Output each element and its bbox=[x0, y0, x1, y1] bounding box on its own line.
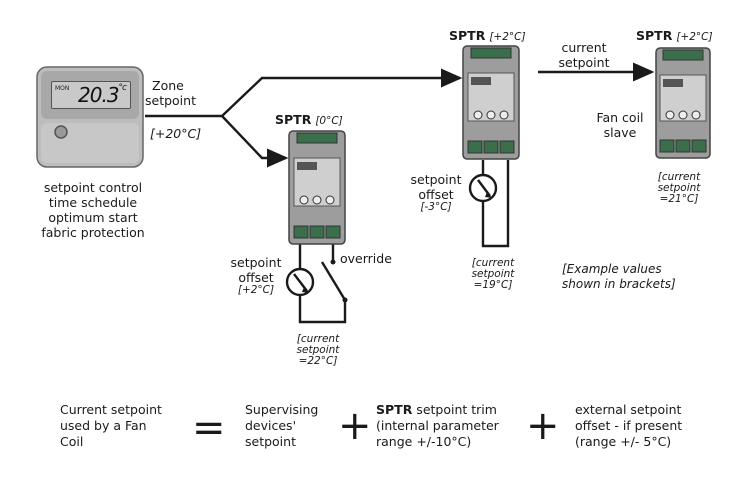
thermostat-display: MON 20.3°c bbox=[51, 81, 131, 109]
term2-setpoint-trim: setpoint trim bbox=[412, 402, 497, 417]
sptr1-module bbox=[288, 130, 346, 245]
term2-line-1: SPTR setpoint trim bbox=[376, 402, 499, 418]
sptr1-offset-value: [+2°C] bbox=[237, 284, 275, 296]
lcd-value: 20.3 bbox=[78, 83, 120, 107]
sptr3-name: SPTR bbox=[636, 28, 673, 43]
sptr3-current-setpoint: [current setpoint =21°C] bbox=[648, 172, 710, 205]
function-optimum-start: optimum start bbox=[48, 210, 138, 225]
sptr2-setpoint-text: setpoint bbox=[410, 172, 462, 187]
example-note: [Example values shown in brackets] bbox=[562, 262, 676, 292]
sptr2-offset-value: [-3°C] bbox=[420, 201, 452, 213]
sptr2-setpoint-offset: setpoint offset [-3°C] bbox=[405, 172, 467, 213]
sptr2-current-setpoint: [current setpoint =19°C] bbox=[462, 258, 524, 291]
sptr2-name: SPTR bbox=[449, 28, 486, 43]
term2-line-2: (internal parameter bbox=[376, 418, 499, 433]
room-thermostat: MON 20.3°c bbox=[35, 65, 145, 170]
function-time-schedule: time schedule bbox=[48, 195, 138, 210]
equation-lhs: Current setpoint used by a Fan Coil bbox=[60, 402, 162, 450]
sptr1-current-1: [current bbox=[296, 333, 340, 345]
sptr1-current-3: =22°C] bbox=[298, 355, 338, 367]
sptr3-title: SPTR [+2°C] bbox=[636, 28, 713, 43]
link-line-1: current bbox=[561, 40, 607, 55]
term1-line-2: devices' bbox=[245, 418, 297, 433]
note-line-2: shown in brackets] bbox=[562, 277, 676, 291]
sptr1-current-2: setpoint bbox=[296, 344, 340, 356]
sptr2-module bbox=[462, 45, 520, 160]
sptr2-offset-text: offset bbox=[418, 187, 454, 202]
sptr1-offset: [0°C] bbox=[315, 115, 343, 127]
equation-term-2: SPTR setpoint trim (internal parameter r… bbox=[376, 402, 499, 450]
sptr3-current-1: [current bbox=[657, 171, 701, 183]
sptr3-role: Fan coil slave bbox=[589, 110, 651, 140]
term3-line-3: (range +/- 5°C) bbox=[575, 434, 672, 449]
zone-setpoint-branch bbox=[221, 115, 289, 168]
term1-line-3: setpoint bbox=[245, 434, 296, 449]
lhs-line-2: used by a Fan bbox=[60, 418, 147, 433]
sptr2-current-2: setpoint bbox=[471, 268, 515, 280]
setpoint-offset-dial-2 bbox=[468, 173, 498, 203]
equals-sign: = bbox=[192, 405, 226, 451]
term2-line-3: range +/-10°C) bbox=[376, 434, 472, 449]
term3-line-2: offset - if present bbox=[575, 418, 683, 433]
plus-sign-2: + bbox=[526, 403, 560, 449]
current-setpoint-link: current setpoint bbox=[545, 40, 623, 70]
sptr1-setpoint-offset: setpoint offset [+2°C] bbox=[226, 255, 286, 296]
equation-term-1: Supervising devices' setpoint bbox=[245, 402, 318, 450]
lcd-unit: °c bbox=[118, 83, 128, 93]
setpoint-offset-dial-1 bbox=[285, 267, 315, 297]
equation-term-3: external setpoint offset - if present (r… bbox=[575, 402, 682, 450]
sptr3-current-3: =21°C] bbox=[659, 193, 699, 205]
sptr3-current-2: setpoint bbox=[657, 182, 701, 194]
function-setpoint-control: setpoint control bbox=[43, 180, 143, 195]
slave-label: slave bbox=[603, 125, 637, 140]
term1-line-1: Supervising bbox=[245, 402, 319, 417]
override-label: override bbox=[340, 251, 392, 266]
sptr2-current-1: [current bbox=[471, 257, 515, 269]
lhs-line-1: Current setpoint bbox=[60, 402, 162, 417]
sptr3-module bbox=[655, 47, 711, 159]
thermostat-functions: setpoint control time schedule optimum s… bbox=[8, 180, 178, 240]
plus-sign-1: + bbox=[338, 403, 372, 449]
term3-line-1: external setpoint bbox=[575, 402, 682, 417]
lhs-line-3: Coil bbox=[60, 434, 84, 449]
lcd-day: MON bbox=[55, 85, 70, 92]
link-line-2: setpoint bbox=[558, 55, 610, 70]
sptr1-setpoint-text: setpoint bbox=[230, 255, 282, 270]
sptr2-title: SPTR [+2°C] bbox=[449, 28, 526, 43]
sptr1-title: SPTR [0°C] bbox=[275, 112, 343, 127]
zone-setpoint-value: [+20°C] bbox=[150, 126, 202, 141]
zone-setpoint-label: setpoint bbox=[145, 93, 196, 108]
sptr3-offset: [+2°C] bbox=[676, 31, 713, 43]
sptr1-current-setpoint: [current setpoint =22°C] bbox=[287, 334, 349, 367]
lcd-temperature: 20.3°c bbox=[78, 83, 128, 107]
sptr2-offset: [+2°C] bbox=[489, 31, 526, 43]
note-line-1: [Example values bbox=[562, 262, 662, 276]
term2-sptr: SPTR bbox=[376, 402, 413, 417]
sptr2-current-3: =19°C] bbox=[473, 279, 513, 291]
override-switch bbox=[330, 259, 348, 303]
fan-coil-label: Fan coil bbox=[596, 110, 644, 125]
zone-setpoint-wire bbox=[145, 68, 463, 118]
zone-label: Zone bbox=[152, 78, 184, 93]
sptr1-name: SPTR bbox=[275, 112, 312, 127]
function-fabric-protection: fabric protection bbox=[41, 225, 145, 240]
sptr1-offset-text: offset bbox=[238, 270, 274, 285]
